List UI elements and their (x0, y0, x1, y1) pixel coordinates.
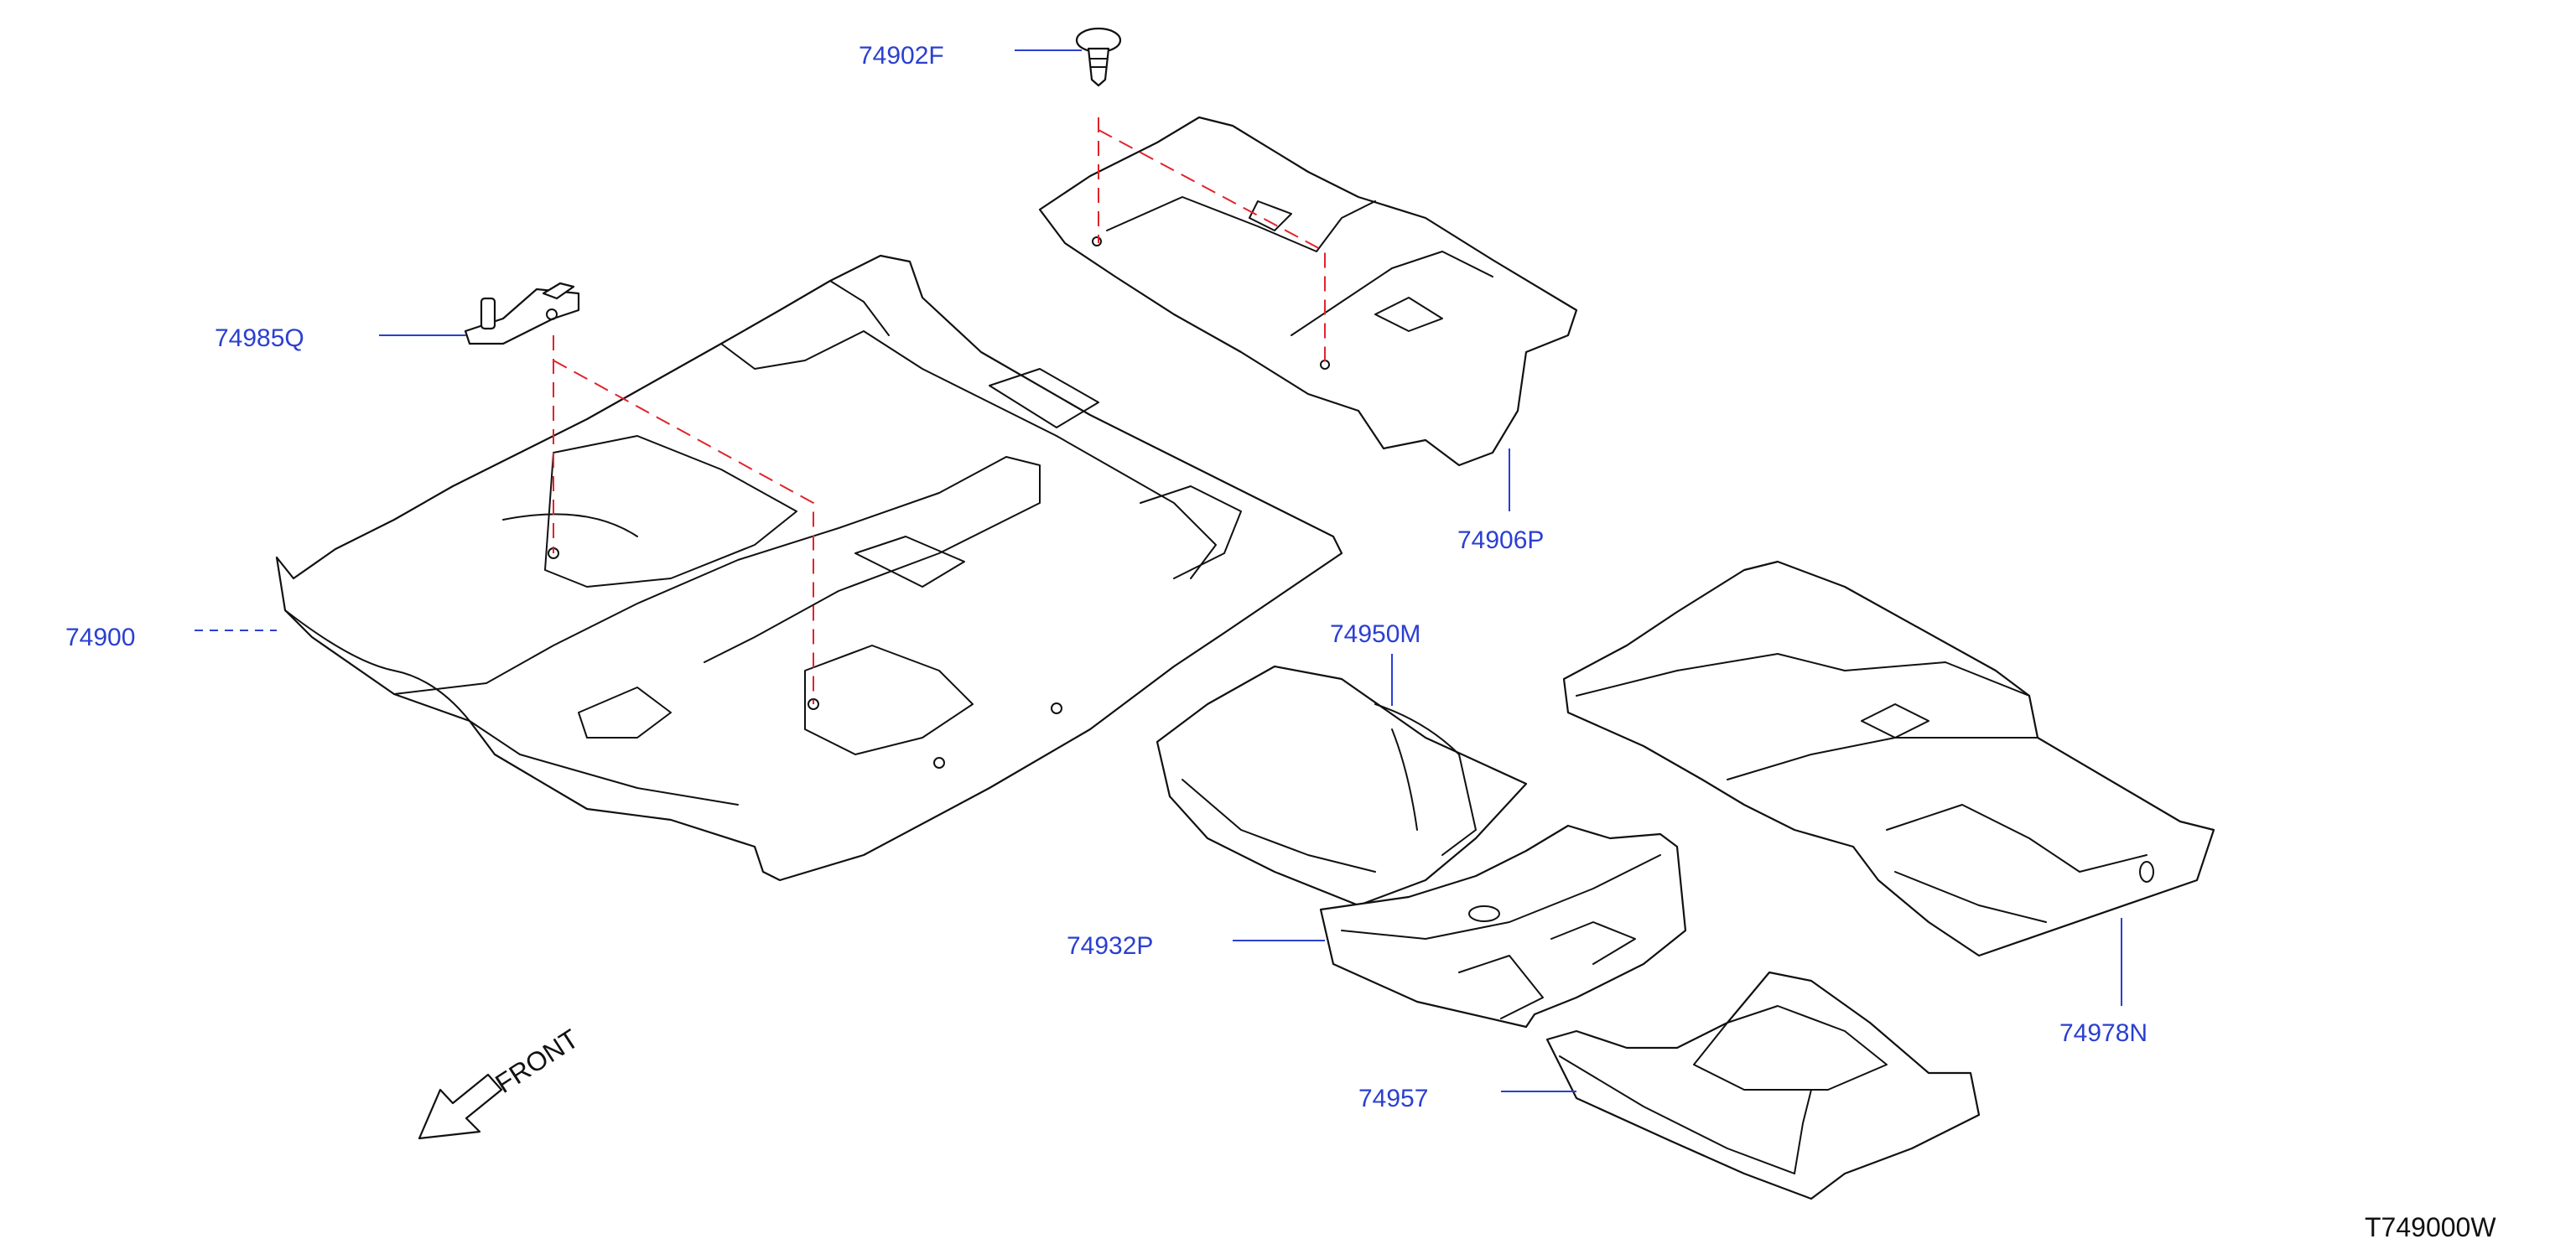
leader-lines (195, 49, 2122, 1092)
front-label: FRONT (490, 1024, 584, 1099)
front-arrow-icon (418, 1073, 503, 1140)
front-direction-indicator: FRONT (418, 1024, 584, 1140)
callout-74932P: 74932P (1067, 932, 1153, 960)
rear-floor-carpet-74906P[interactable] (1038, 116, 1578, 467)
callout-74985Q: 74985Q (215, 324, 304, 352)
carpet-74950M[interactable] (1156, 665, 1528, 907)
callout-74978N: 74978N (2059, 1019, 2148, 1047)
callout-74957: 74957 (1358, 1085, 1428, 1112)
carpet-clip-74985Q[interactable] (464, 282, 580, 345)
insulator-74932P[interactable] (1319, 824, 1687, 1029)
carpet-74978N[interactable] (1562, 560, 2215, 957)
callout-74902F: 74902F (859, 42, 944, 70)
retainer-pin-74902F[interactable] (1075, 27, 1122, 87)
assembly-lines (553, 117, 1326, 704)
callout-74950M: 74950M (1330, 620, 1420, 648)
mat-74957[interactable] (1545, 971, 1981, 1200)
floor-carpet-main[interactable] (275, 254, 1343, 882)
callout-74906P: 74906P (1457, 526, 1544, 554)
callout-74900: 74900 (65, 624, 135, 651)
diagram-code: T749000W (2365, 1212, 2496, 1242)
